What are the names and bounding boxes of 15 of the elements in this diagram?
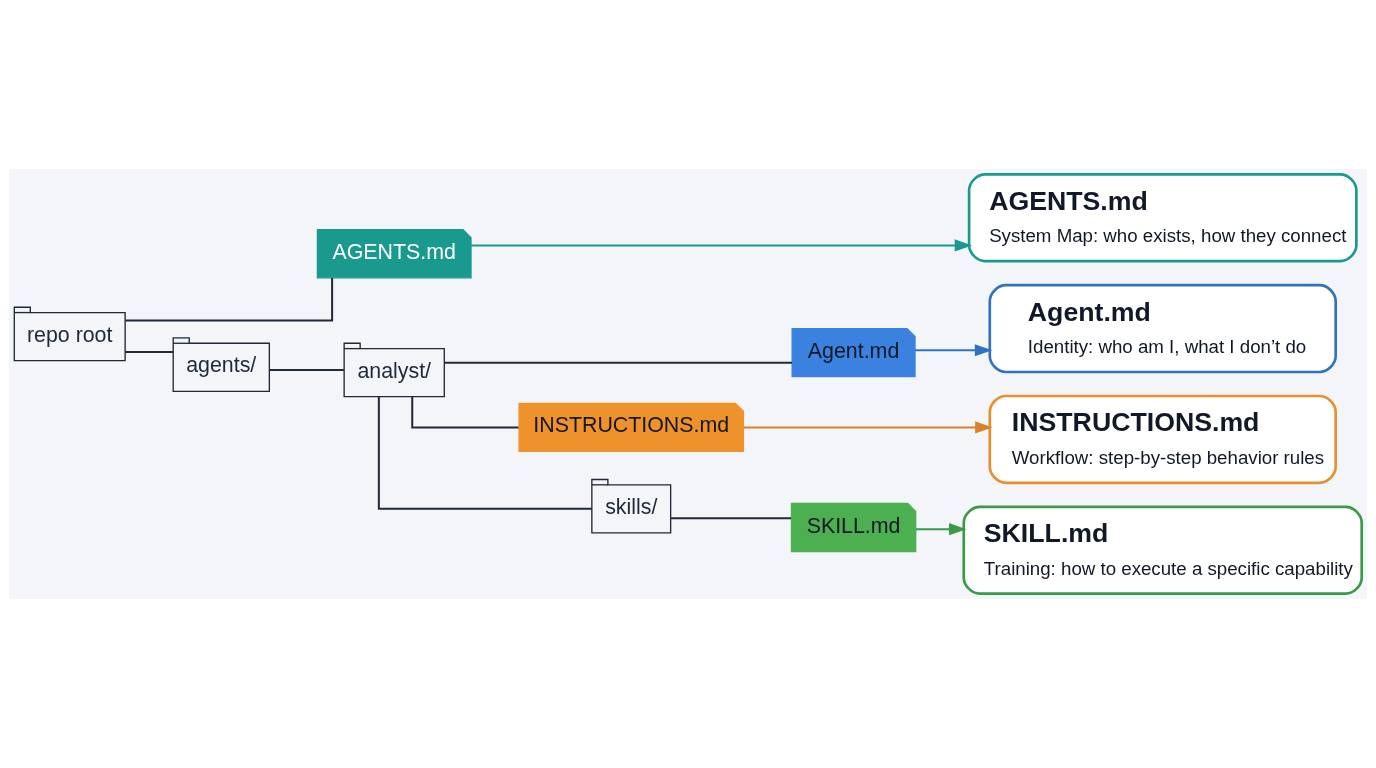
connector (124, 276, 334, 322)
arrow (914, 523, 967, 536)
arrow (914, 344, 993, 357)
node-box: INSTRUCTIONS.md Workflow: step-by-step behavior rules (988, 394, 1337, 485)
connector (124, 350, 175, 353)
connector (443, 361, 794, 364)
arrow (470, 239, 973, 252)
node-box: Agent.md Identity: who am I, what I don’t do (988, 283, 1337, 374)
connector (377, 396, 593, 510)
connector (411, 395, 520, 429)
connector (670, 517, 793, 520)
node-box: SKILL.md Training: how to execute a specific capability (962, 505, 1364, 595)
arrow (742, 421, 993, 434)
node-box: AGENTS.md System Map: who exists, how they connect (967, 173, 1358, 263)
connector (268, 369, 345, 371)
